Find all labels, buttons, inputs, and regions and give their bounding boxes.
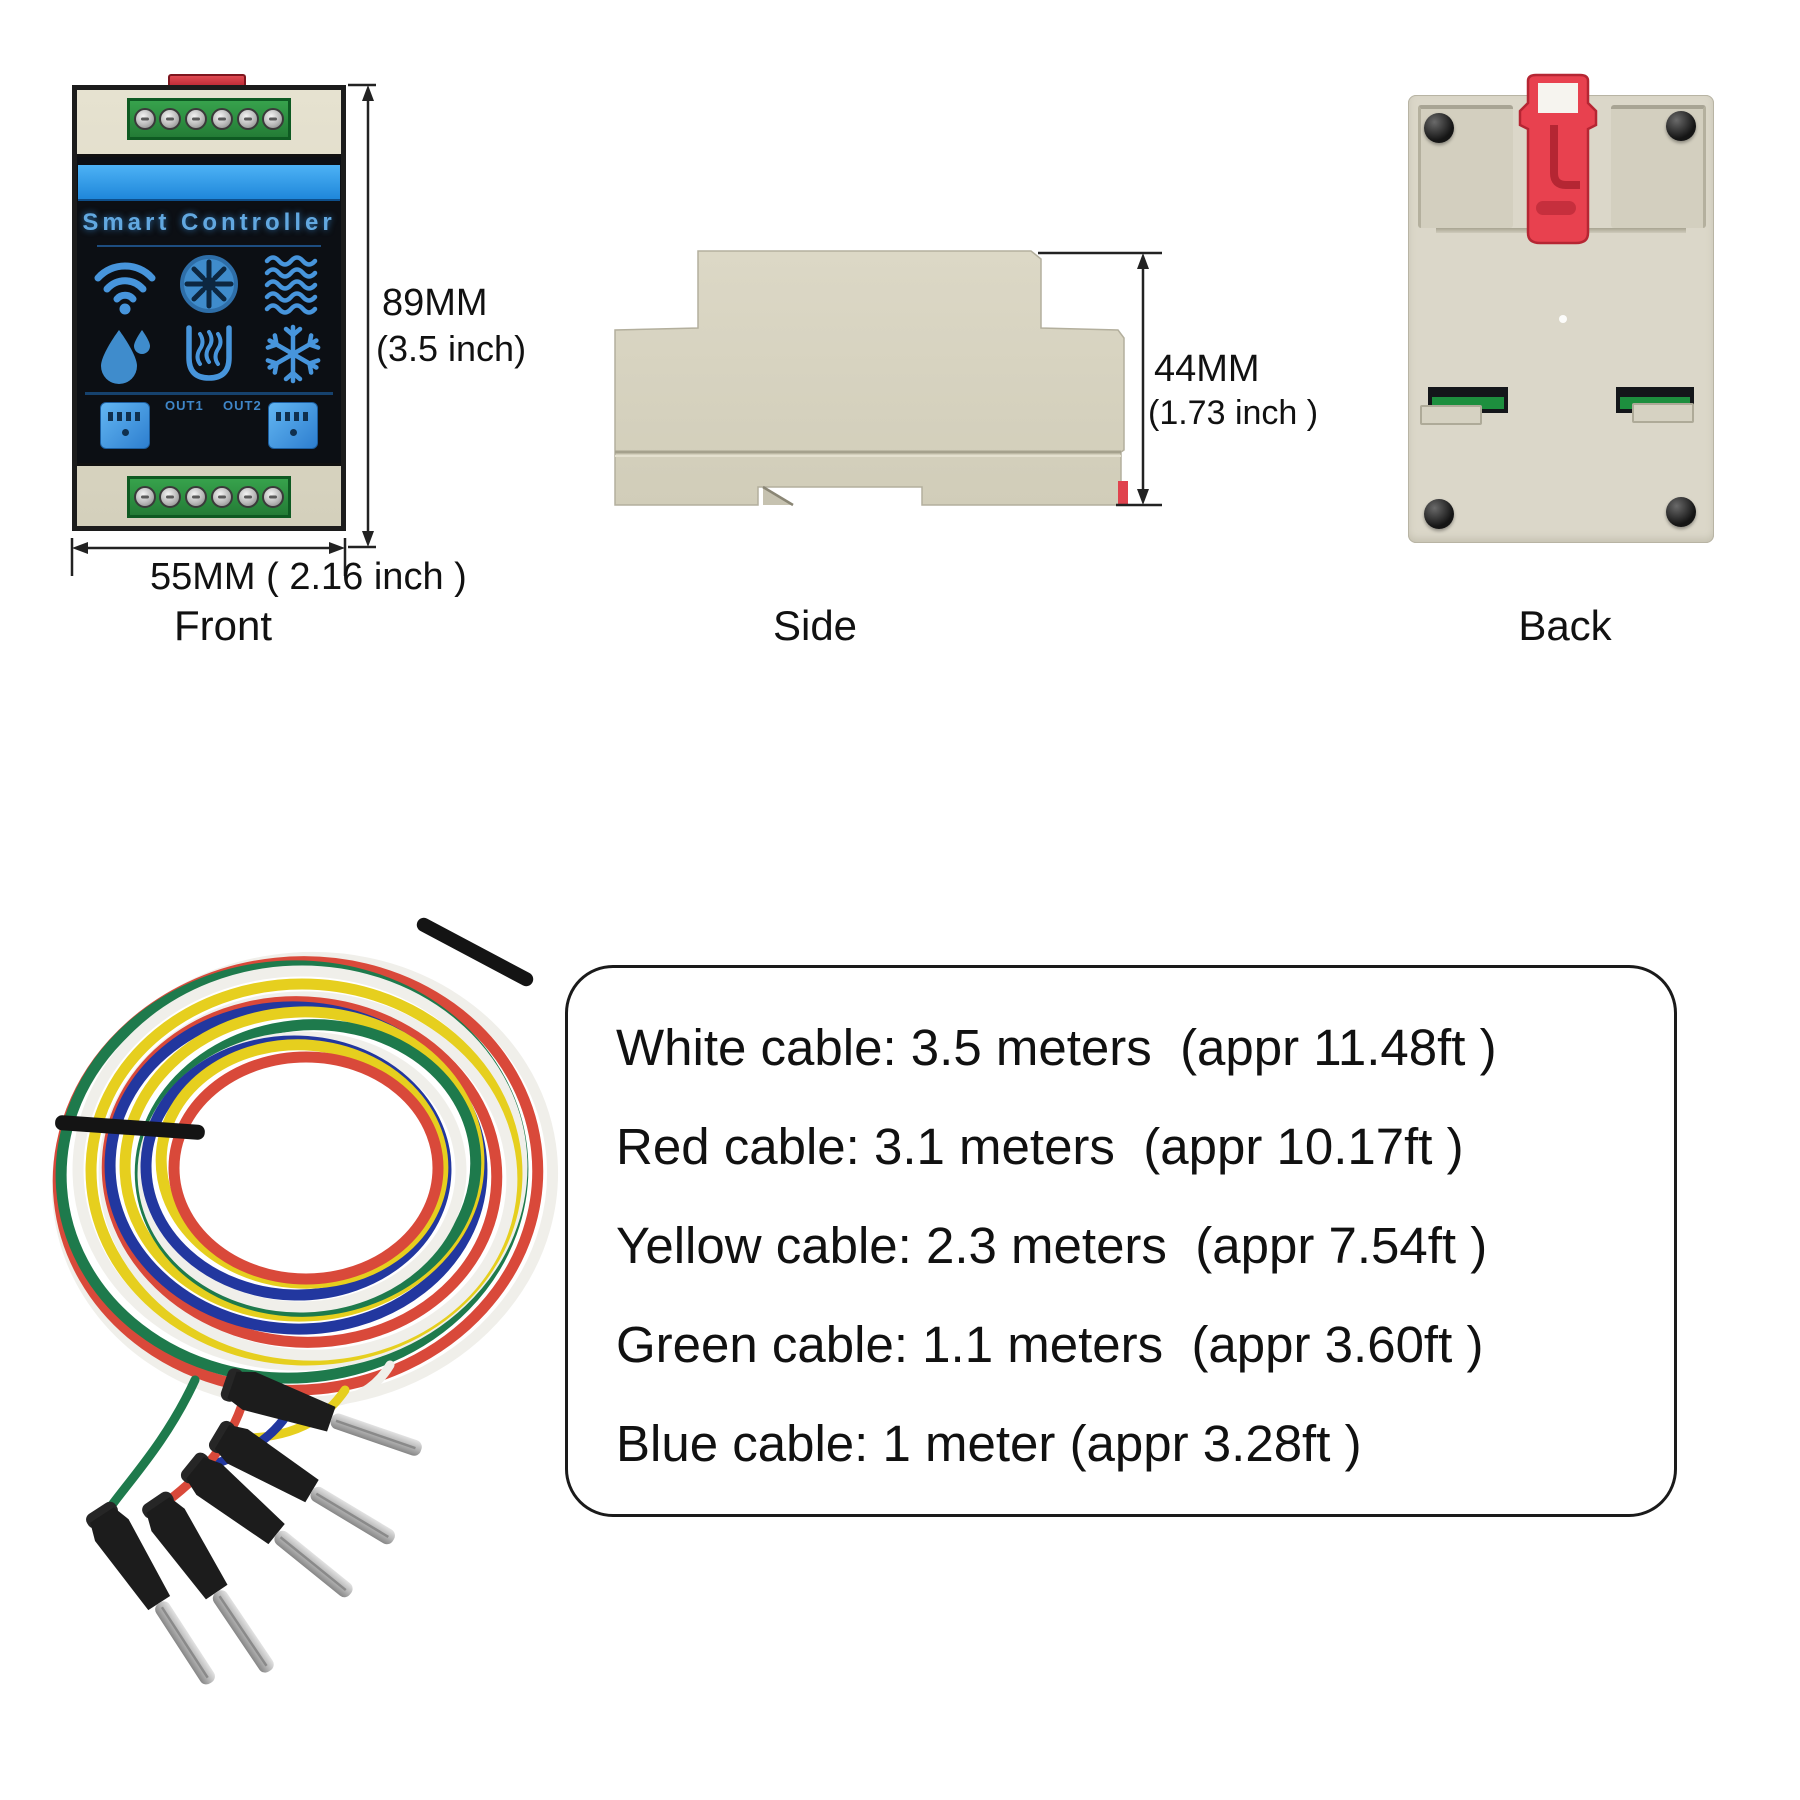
wifi-icon: [94, 262, 156, 315]
cable-tie: [416, 917, 534, 987]
cable-tie: [55, 1115, 205, 1140]
terminal-screw-icon: [133, 486, 156, 508]
relay-dot: [289, 429, 297, 436]
probe-yellow: [208, 1420, 395, 1545]
width-dimension-arrow: [70, 538, 347, 576]
back-center-dot: [1559, 315, 1567, 323]
terminal-screw-icon: [236, 108, 259, 130]
cable-length-box: White cable: 3.5 meters (appr 11.48ft ) …: [565, 965, 1677, 1517]
side-red-tab: [1118, 481, 1128, 505]
terminal-screw-icon: [210, 108, 233, 130]
front-terminal-block-top: [127, 98, 291, 140]
back-screw-icon: [1424, 113, 1454, 143]
back-label: Back: [1518, 602, 1612, 649]
front-terminal-block-bottom: [127, 476, 291, 518]
cable-line-yellow: Yellow cable: 2.3 meters (appr 7.54ft ): [616, 1217, 1488, 1274]
front-display-panel: Smart Controller: [77, 154, 341, 466]
probe-white: [220, 1368, 422, 1456]
probe-red: [142, 1491, 274, 1673]
front-height-mm: 89MM: [382, 282, 488, 324]
back-view-device: [1408, 73, 1714, 543]
back-tab-right: [1632, 403, 1694, 423]
panel-icon-grid: [83, 249, 335, 389]
relay-indicator-left: [100, 402, 150, 449]
terminal-screw-icon: [262, 108, 285, 130]
terminal-screw-icon: [262, 486, 285, 508]
terminal-screw-icon: [159, 108, 182, 130]
back-screw-icon: [1666, 497, 1696, 527]
fan-icon: [180, 255, 238, 313]
back-tab-left: [1420, 405, 1482, 425]
cable-line-white: White cable: 3.5 meters (appr 11.48ft ): [616, 1019, 1497, 1076]
terminal-screw-icon: [185, 108, 208, 130]
back-screw-icon: [1424, 499, 1454, 529]
depth-dimension-arrow: [1038, 251, 1162, 507]
cable-line-blue: Blue cable: 1 meter (appr 3.28ft ): [616, 1415, 1362, 1472]
terminal-screw-icon: [159, 486, 182, 508]
back-screw-icon: [1666, 111, 1696, 141]
back-din-clip: [1518, 73, 1598, 245]
front-din-clip-tab: [168, 74, 246, 88]
terminal-screw-icon: [210, 486, 233, 508]
side-label: Side: [772, 602, 858, 649]
probe-blue: [180, 1452, 353, 1598]
panel-banner: [78, 165, 340, 201]
relay-indicator-right: [268, 402, 318, 449]
relay-dot: [121, 429, 129, 436]
side-view-drawing: [614, 250, 1128, 507]
cable-line-red: Red cable: 3.1 meters (appr 10.17ft ): [616, 1118, 1464, 1175]
out2-label: OUT2: [223, 398, 262, 413]
probe-green: [86, 1501, 215, 1685]
front-width-dim: 55MM ( 2.16 inch ): [150, 556, 467, 598]
front-view-device: Smart Controller: [72, 85, 346, 531]
side-depth-mm: 44MM: [1154, 348, 1260, 390]
panel-divider-bottom: [85, 392, 333, 395]
front-label: Front: [173, 602, 273, 649]
snowflake-icon: [265, 324, 321, 384]
terminal-screw-icon: [133, 108, 156, 130]
panel-title: Smart Controller: [82, 209, 336, 236]
waves-icon: [264, 255, 318, 315]
height-dimension-arrow: [348, 83, 376, 549]
heating-icon: [186, 325, 232, 381]
water-drop-icon: [101, 330, 150, 384]
side-body-outline: [614, 250, 1125, 506]
front-height-inch: (3.5 inch): [376, 328, 527, 369]
side-depth-inch: (1.73 inch ): [1148, 394, 1319, 432]
terminal-screw-icon: [185, 486, 208, 508]
panel-divider: [97, 245, 321, 247]
out1-label: OUT1: [165, 398, 204, 413]
relay-marks: [276, 412, 310, 421]
cable-coil-image: [51, 917, 559, 1685]
relay-marks: [108, 412, 142, 421]
cable-line-green: Green cable: 1.1 meters (appr 3.60ft ): [616, 1316, 1484, 1373]
terminal-screw-icon: [236, 486, 259, 508]
